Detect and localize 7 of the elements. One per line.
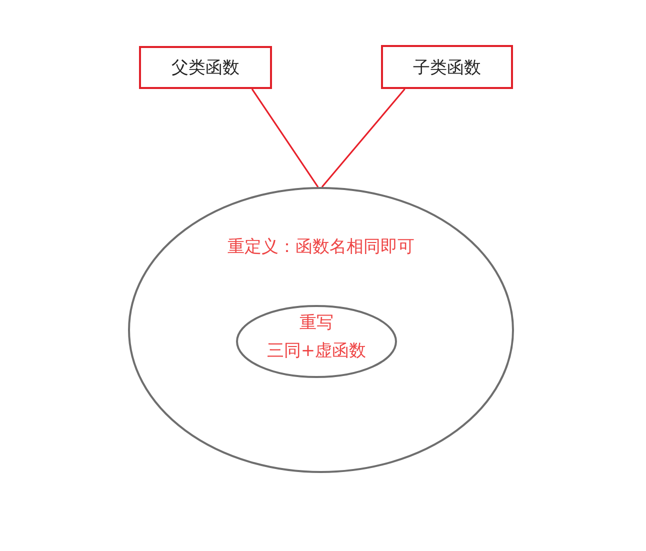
ellipse-label: 重定义：函数名相同即可 (228, 236, 414, 258)
ellipse-label: 三同+虚函数 (266, 340, 366, 362)
label-box: 子类函数 (381, 45, 513, 89)
label-box: 父类函数 (139, 46, 272, 89)
connector-line (251, 88, 319, 188)
connector-line (321, 88, 406, 188)
ellipse-label: 重写 (300, 312, 334, 334)
